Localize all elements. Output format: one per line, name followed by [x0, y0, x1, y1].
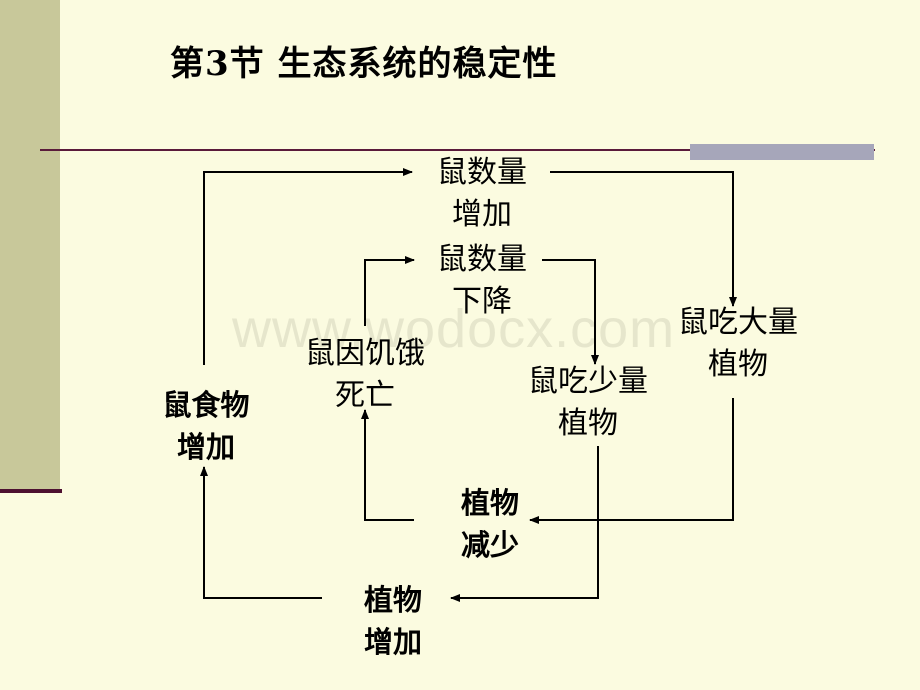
node-line: 鼠数量	[437, 155, 527, 190]
node-line: 植物	[460, 486, 519, 520]
title-divider-line	[40, 149, 875, 151]
watermark: www.wodocx.com	[232, 299, 676, 359]
arrow-eat-few-to-plant-increase	[450, 446, 599, 602]
node-rat-population-decrease: 鼠数量 下降	[418, 239, 546, 323]
node-line: 植物	[708, 347, 768, 382]
node-rat-eats-few-plants: 鼠吃少量 植物	[516, 361, 660, 445]
node-line: 下降	[452, 284, 512, 319]
arrow-rat-decrease-to-eat-few	[542, 259, 599, 365]
node-line: 增加	[176, 430, 235, 464]
arrow-food-to-rat-increase	[203, 168, 413, 365]
node-line: 增加	[452, 197, 512, 232]
node-plant-decrease: 植物 减少	[448, 482, 532, 566]
node-line: 鼠数量	[437, 242, 527, 277]
left-decorative-band	[0, 0, 60, 492]
node-rat-population-increase: 鼠数量 增加	[418, 152, 546, 236]
node-line: 鼠食物	[162, 388, 250, 422]
arrow-plant-increase-to-food-increase	[200, 466, 322, 599]
slide-title: 第3节 生态系统的稳定性	[170, 44, 558, 84]
node-plant-increase: 植物 增加	[351, 579, 435, 663]
node-line: 增加	[363, 625, 422, 659]
node-line: 死亡	[335, 378, 395, 413]
node-line: 植物	[558, 406, 618, 441]
arrow-rat-increase-to-eat-many	[550, 171, 737, 307]
arrow-plant-decrease-to-rat-starve	[361, 409, 414, 521]
node-line: 减少	[460, 528, 519, 562]
node-line: 鼠吃少量	[528, 364, 648, 399]
node-line: 植物	[363, 583, 422, 617]
node-rat-starve-die: 鼠因饥饿 死亡	[293, 333, 437, 417]
arrow-rat-starve-to-rat-decrease	[364, 256, 415, 326]
left-band-underline	[0, 489, 62, 493]
decorative-grey-bar	[690, 144, 874, 160]
node-rat-eats-many-plants: 鼠吃大量 植物	[666, 302, 810, 386]
node-rat-food-increase: 鼠食物 增加	[150, 384, 262, 468]
node-line: 鼠因饥饿	[305, 336, 425, 371]
node-line: 鼠吃大量	[678, 305, 798, 340]
